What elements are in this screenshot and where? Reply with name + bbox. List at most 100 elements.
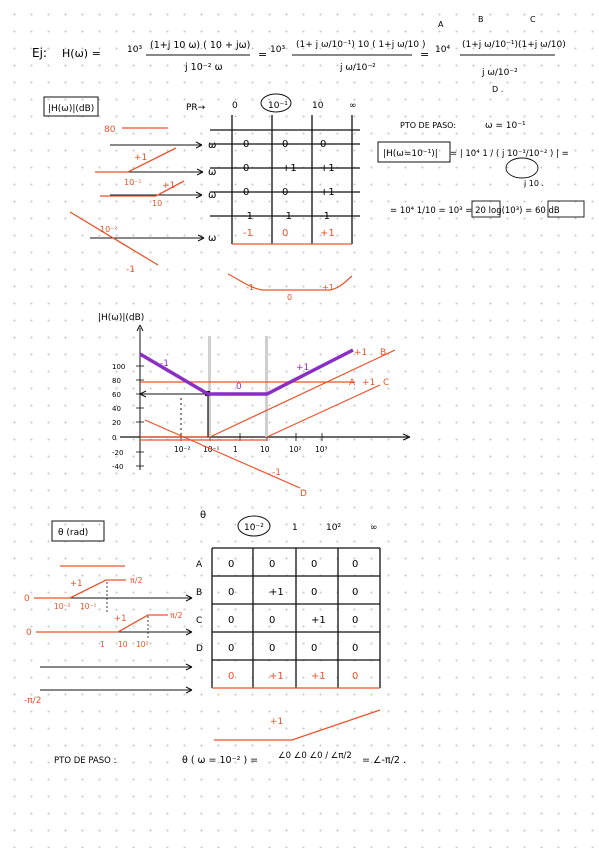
result-box-1 <box>471 200 501 218</box>
term1-denominator: j 10⁻² ω <box>184 62 223 73</box>
phase-header-0: 10⁻² <box>244 523 264 533</box>
transfer-function-label: H(ω) = <box>62 47 101 60</box>
mag-cell: +1 <box>320 187 335 198</box>
phase-cell: +1 <box>311 615 326 626</box>
magnitude-title-box <box>43 96 99 117</box>
phase-title-box <box>51 520 105 542</box>
magnitude-sketches: 80 +1 10⁻¹ +1 10 10⁻² -1 ω ω ω ω <box>69 125 216 275</box>
pass-point-rhs: = | 10⁴ 1 / ( j 10⁻¹/10⁻² ) | = <box>450 149 569 159</box>
phase-section: θ (rad) 0 +1 π/2 10⁻² 10⁻¹ 0 +1 π/2 1 10… <box>24 510 406 766</box>
resulting-slope-sketch <box>227 273 353 291</box>
pass-point-result: = 10⁴ 1/10 = 10³ = 20 log(10³) = 60 dB <box>390 206 560 216</box>
sketch-tick-10: 10 <box>152 199 162 208</box>
phase-cell: 0 <box>228 615 234 626</box>
sketch-axis-2-arrow <box>196 168 204 176</box>
phase-pi2-b: π/2 <box>170 611 183 620</box>
phase-pass-label: PTO DE PASO : <box>54 756 116 766</box>
sketch-minus1: -1 <box>126 265 135 275</box>
curve-slope-left: -1 <box>160 359 169 369</box>
phase-tick-10: 10 <box>118 640 128 649</box>
mag-cell: 0 <box>282 187 288 198</box>
mag-header-0: 0 <box>232 101 238 111</box>
term2-denominator: j ω/10⁻² <box>339 63 376 73</box>
label-d-slope: -1 <box>272 468 281 478</box>
bode-x-arrow <box>402 433 411 441</box>
phase-table-grid <box>211 547 381 689</box>
pass-point-hline-arrow <box>139 390 147 398</box>
phase-plus1-a: +1 <box>70 579 83 589</box>
phase-pass-result: = ∠-π/2 . <box>362 755 406 766</box>
magnitude-pass-point: PTO DE PASO: ω = 10⁻¹ |H(ω=10⁻¹)| = | 10… <box>377 121 585 218</box>
factor-c-label: C <box>530 15 536 24</box>
mag-cell: 0 <box>243 187 249 198</box>
mag-header-1: 10⁻¹ <box>268 101 288 111</box>
phase-pass-point: PTO DE PASO : θ ( ω = 10⁻² ) = ∠0 ∠0 ∠0 … <box>54 751 406 766</box>
phase-pass-expr: θ ( ω = 10⁻² ) = <box>182 755 258 766</box>
phase-axis-4-arrow <box>185 686 193 694</box>
pass-point-lhs: |H(ω=10⁻¹)| <box>383 149 438 159</box>
phase-row-label: A <box>196 560 203 570</box>
phase-cell: 0 <box>311 587 317 598</box>
phase-tick-1: 1 <box>100 640 105 649</box>
phase-tick-10m2: 10⁻² <box>54 602 71 611</box>
label-b: B <box>380 348 386 358</box>
phase-sketch-b <box>34 579 126 599</box>
phase-cell: 0 <box>311 559 317 570</box>
phase-sketch-c <box>36 614 168 633</box>
term3-coef: 10⁴ <box>435 45 450 55</box>
omega-4: ω <box>208 233 216 244</box>
term3-denominator: j ω/10⁻² <box>481 68 518 78</box>
phase-row-label: D <box>196 644 203 654</box>
mag-cell: +1 <box>320 163 335 174</box>
bode-y-label: |H(ω)|(dB) <box>98 313 144 323</box>
bode-xtick-label: 10 <box>260 445 270 454</box>
bode-ytick-label: -20 <box>112 449 123 457</box>
mag-cell: +1 <box>282 163 297 174</box>
magnitude-title: |H(ω)|(dB) <box>48 104 94 114</box>
phase-sum-cell: +1 <box>269 671 284 682</box>
phase-tick-10m1: 10⁻¹ <box>80 602 97 611</box>
term2-numerator: (1+ j ω/10⁻¹) 10 ( 1+j ω/10 ) <box>296 40 425 50</box>
phase-pass-frac: ∠0 ∠0 ∠0 / ∠π/2 <box>278 751 352 761</box>
sketch-axis-1-arrow <box>195 141 203 149</box>
circled-header <box>260 93 292 113</box>
term2-coef: 10³ <box>270 45 285 55</box>
phase-cell: +1 <box>269 587 284 598</box>
sketch-plus1-a: +1 <box>134 153 147 163</box>
equals-2: = <box>420 48 429 61</box>
mag-sum-cell: +1 <box>320 228 335 239</box>
term1-coef: 10³ <box>127 45 142 55</box>
phase-cell: 0 <box>352 587 358 598</box>
slope-label-left: -1 <box>246 283 254 292</box>
phase-result-slope: +1 <box>270 717 283 727</box>
pass-point-j10: j 10 . <box>523 179 544 188</box>
label-d: D <box>300 489 307 499</box>
asymptote-d <box>144 419 301 489</box>
curve-slope-right: +1 <box>296 363 309 373</box>
phase-tick-10sq: 10² <box>136 640 149 649</box>
slope-label-right: +1 <box>322 283 334 292</box>
phase-result-sketch <box>214 709 381 741</box>
phase-cell: 0 <box>228 587 234 598</box>
mag-sum-cell: 0 <box>282 228 288 239</box>
phase-sketches: 0 +1 π/2 10⁻² 10⁻¹ 0 +1 π/2 1 10 10² -π/… <box>24 565 193 706</box>
circled-ratio <box>505 157 539 179</box>
sketch-tick-10m2: 10⁻² <box>100 225 118 234</box>
phase-title: θ (rad) <box>58 528 88 538</box>
pass-point-condition: ω = 10⁻¹ <box>485 121 526 131</box>
magnitude-section: |H(ω)|(dB) 80 +1 10⁻¹ +1 10 10⁻² -1 ω ω … <box>43 93 585 302</box>
phase-circled-header <box>237 515 271 537</box>
asymptote-c <box>266 384 381 438</box>
phase-sum-cell: 0 <box>352 671 358 682</box>
sketch-axis-4-arrow <box>197 234 205 242</box>
total-magnitude-curve <box>139 348 354 396</box>
phase-cell: 0 <box>228 643 234 654</box>
omega-3: ω <box>208 190 216 201</box>
pass-point-label: PTO DE PASO: <box>400 121 456 130</box>
